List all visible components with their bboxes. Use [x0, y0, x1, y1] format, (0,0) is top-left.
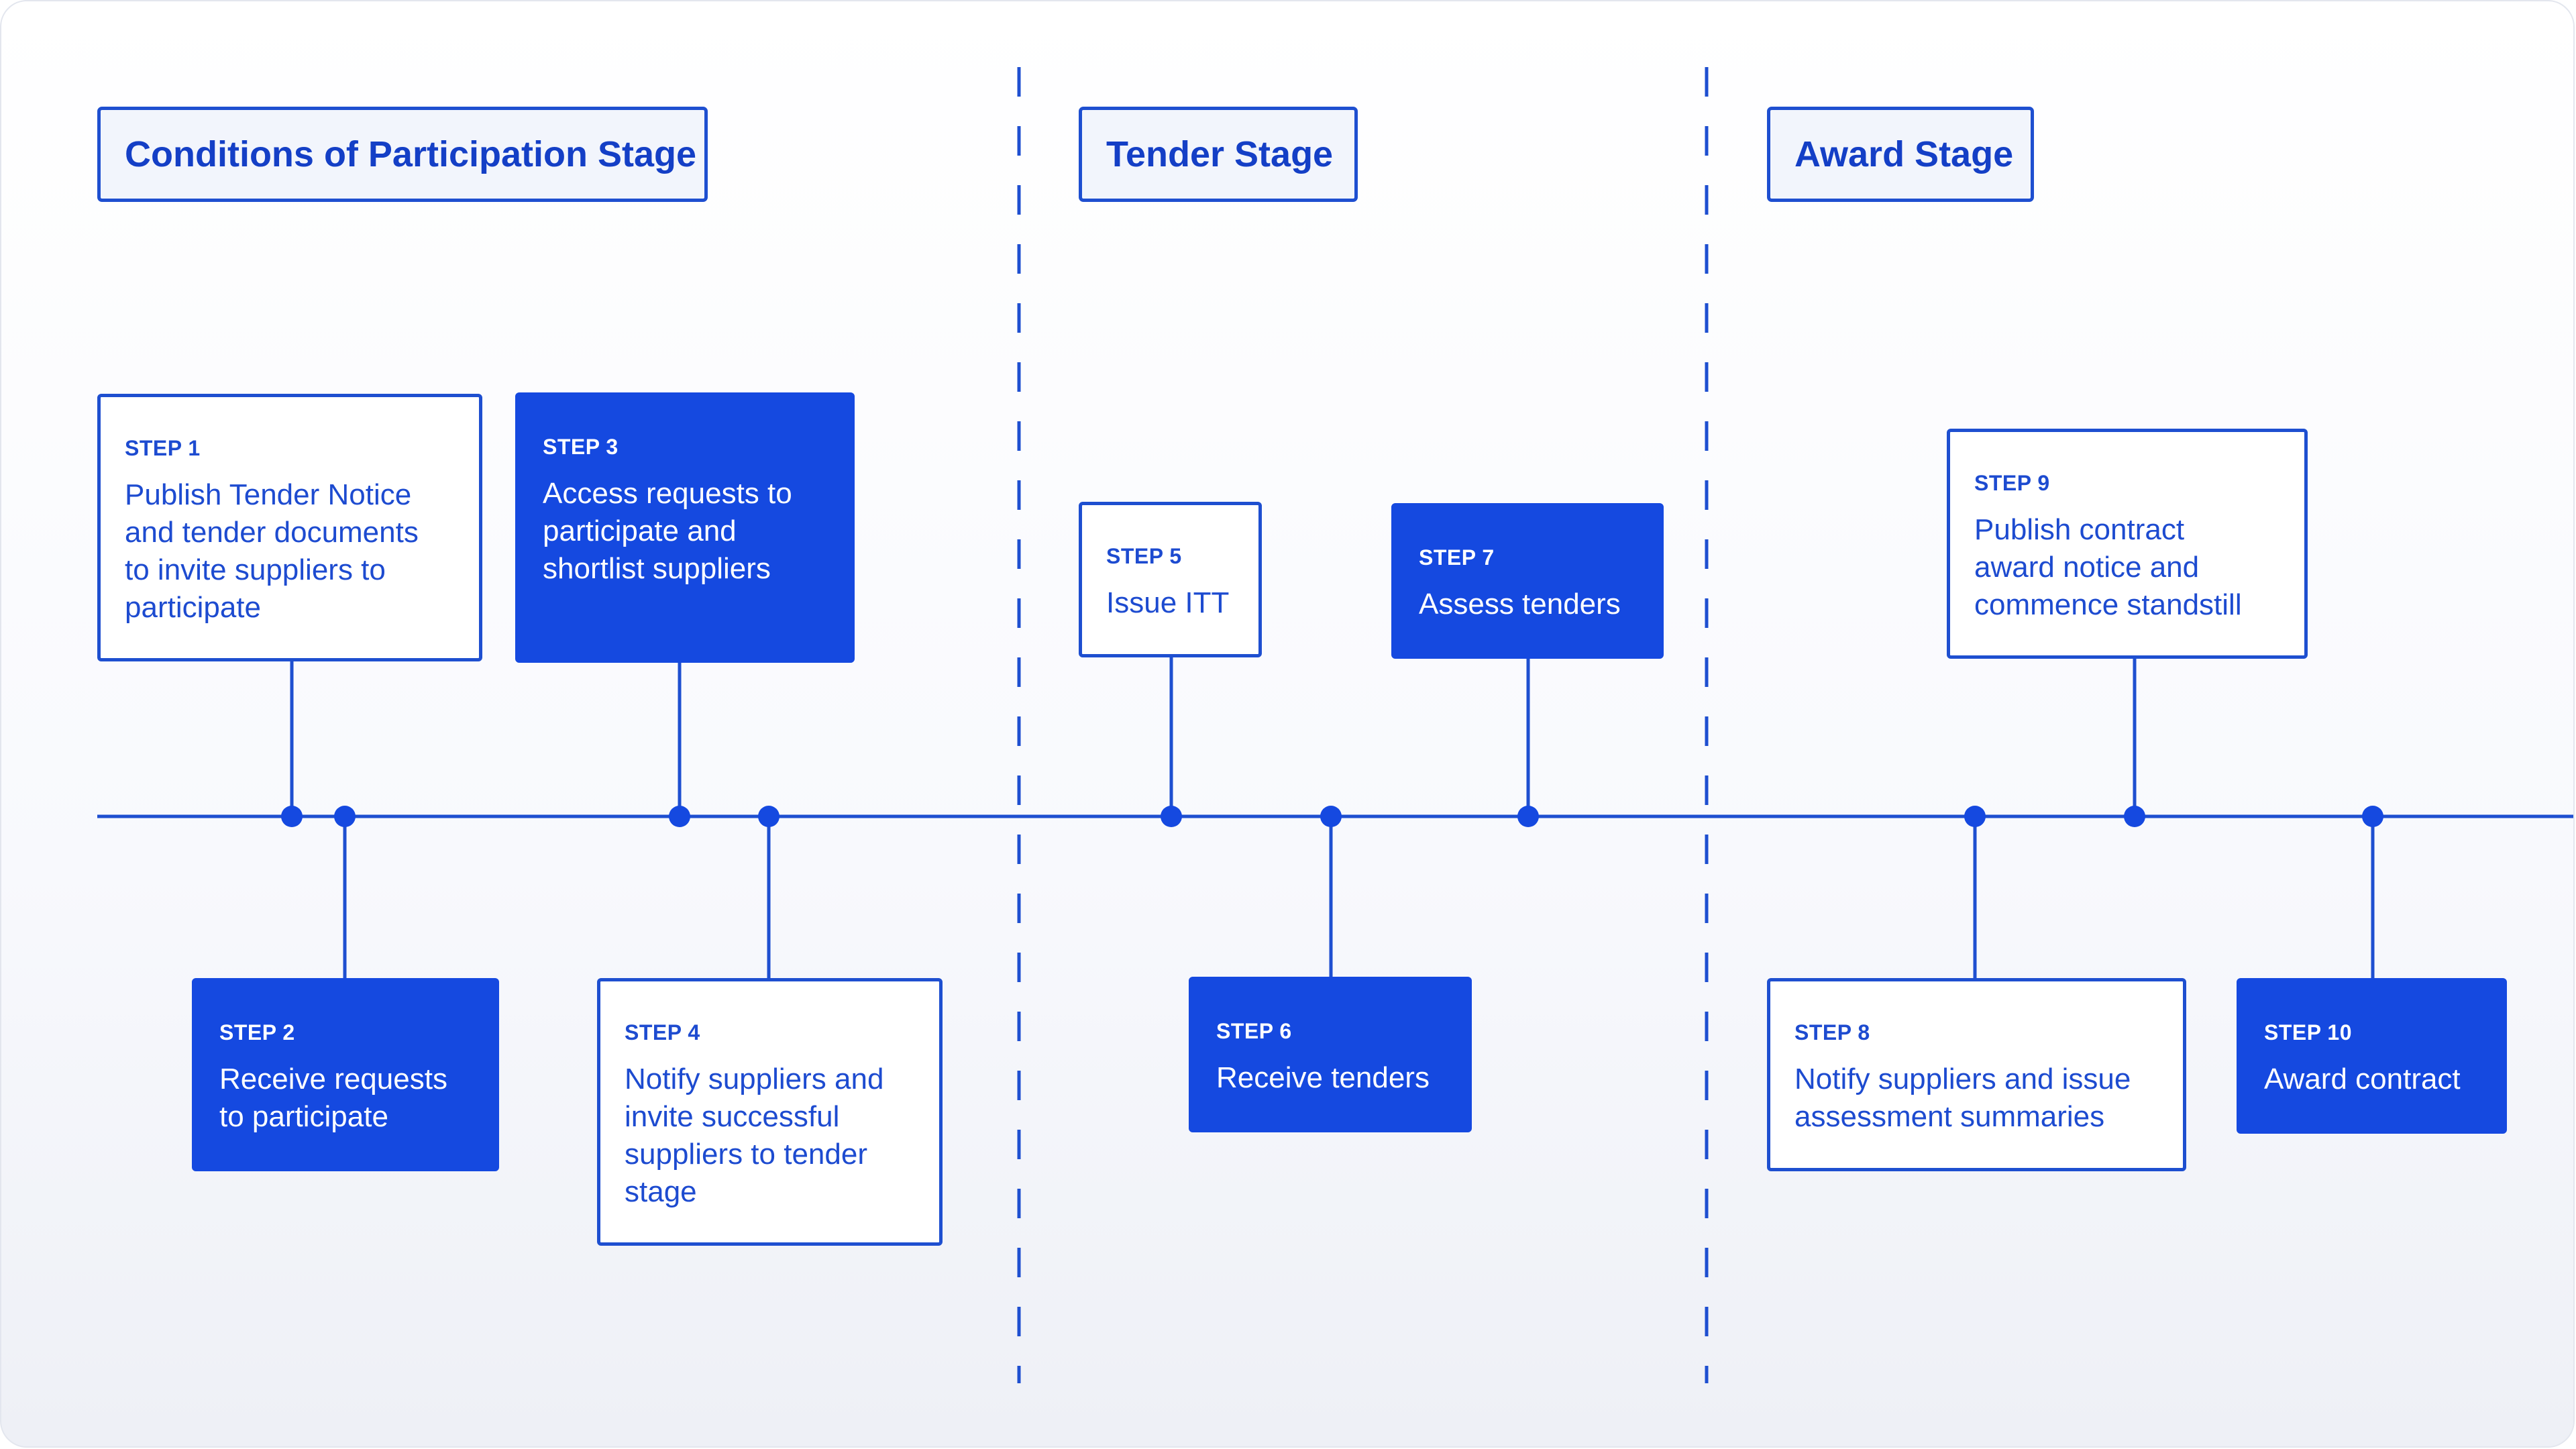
step-label: STEP 2 — [219, 1020, 295, 1044]
step-label: STEP 6 — [1216, 1019, 1292, 1043]
step-description: Publish Tender Notice and tender documen… — [125, 478, 419, 624]
step-description: Publish contract award notice and commen… — [1974, 513, 2242, 621]
step-5-box: STEP 5 Issue ITT — [1079, 502, 1262, 657]
step-1-box: STEP 1 Publish Tender Notice and tender … — [97, 394, 482, 661]
step-description: Receive requests to participate — [219, 1063, 447, 1133]
step-description: Issue ITT — [1106, 586, 1230, 619]
stage-title: Tender Stage — [1106, 134, 1334, 174]
step-label: STEP 7 — [1419, 545, 1495, 570]
step-3-box: STEP 3 Access requests to participate an… — [515, 392, 855, 663]
step-5-dot — [1161, 806, 1182, 827]
step-description: Access requests to participate and short… — [543, 477, 792, 585]
stage-header-tender: Tender Stage — [1079, 107, 1358, 202]
step-label: STEP 9 — [1974, 471, 2050, 495]
step-label: STEP 3 — [543, 435, 619, 459]
step-description: Assess tenders — [1419, 588, 1621, 621]
step-label: STEP 10 — [2264, 1020, 2352, 1044]
step-2-box: STEP 2 Receive requests to participate — [192, 978, 499, 1171]
step-8-box: STEP 8 Notify suppliers and issue assess… — [1767, 978, 2186, 1171]
step-7-dot — [1517, 806, 1539, 827]
step-7-box: STEP 7 Assess tenders — [1391, 503, 1664, 659]
step-label: STEP 1 — [125, 436, 201, 460]
step-9-box: STEP 9 Publish contract award notice and… — [1947, 429, 2308, 659]
step-4-dot — [758, 806, 780, 827]
step-10-dot — [2362, 806, 2383, 827]
step-description: Notify suppliers and invite successful s… — [625, 1063, 884, 1208]
step-label: STEP 8 — [1794, 1020, 1870, 1044]
step-9-dot — [2124, 806, 2145, 827]
step-2-dot — [334, 806, 356, 827]
stage-title: Award Stage — [1794, 134, 2014, 174]
step-4-box: STEP 4 Notify suppliers and invite succe… — [597, 978, 943, 1246]
step-6-box: STEP 6 Receive tenders — [1189, 977, 1472, 1132]
stage-title: Conditions of Participation Stage — [125, 134, 697, 174]
step-description: Receive tenders — [1216, 1061, 1430, 1094]
step-10-box: STEP 10 Award contract — [2237, 978, 2507, 1134]
step-label: STEP 5 — [1106, 544, 1182, 568]
step-8-dot — [1964, 806, 1986, 827]
step-label: STEP 4 — [625, 1020, 700, 1044]
stage-header-participation: Conditions of Participation Stage — [97, 107, 708, 202]
step-1-dot — [281, 806, 303, 827]
stage-header-award: Award Stage — [1767, 107, 2034, 202]
step-description: Award contract — [2264, 1063, 2461, 1095]
step-description: Notify suppliers and issue assessment su… — [1794, 1063, 2131, 1133]
step-6-dot — [1320, 806, 1342, 827]
step-3-dot — [669, 806, 690, 827]
